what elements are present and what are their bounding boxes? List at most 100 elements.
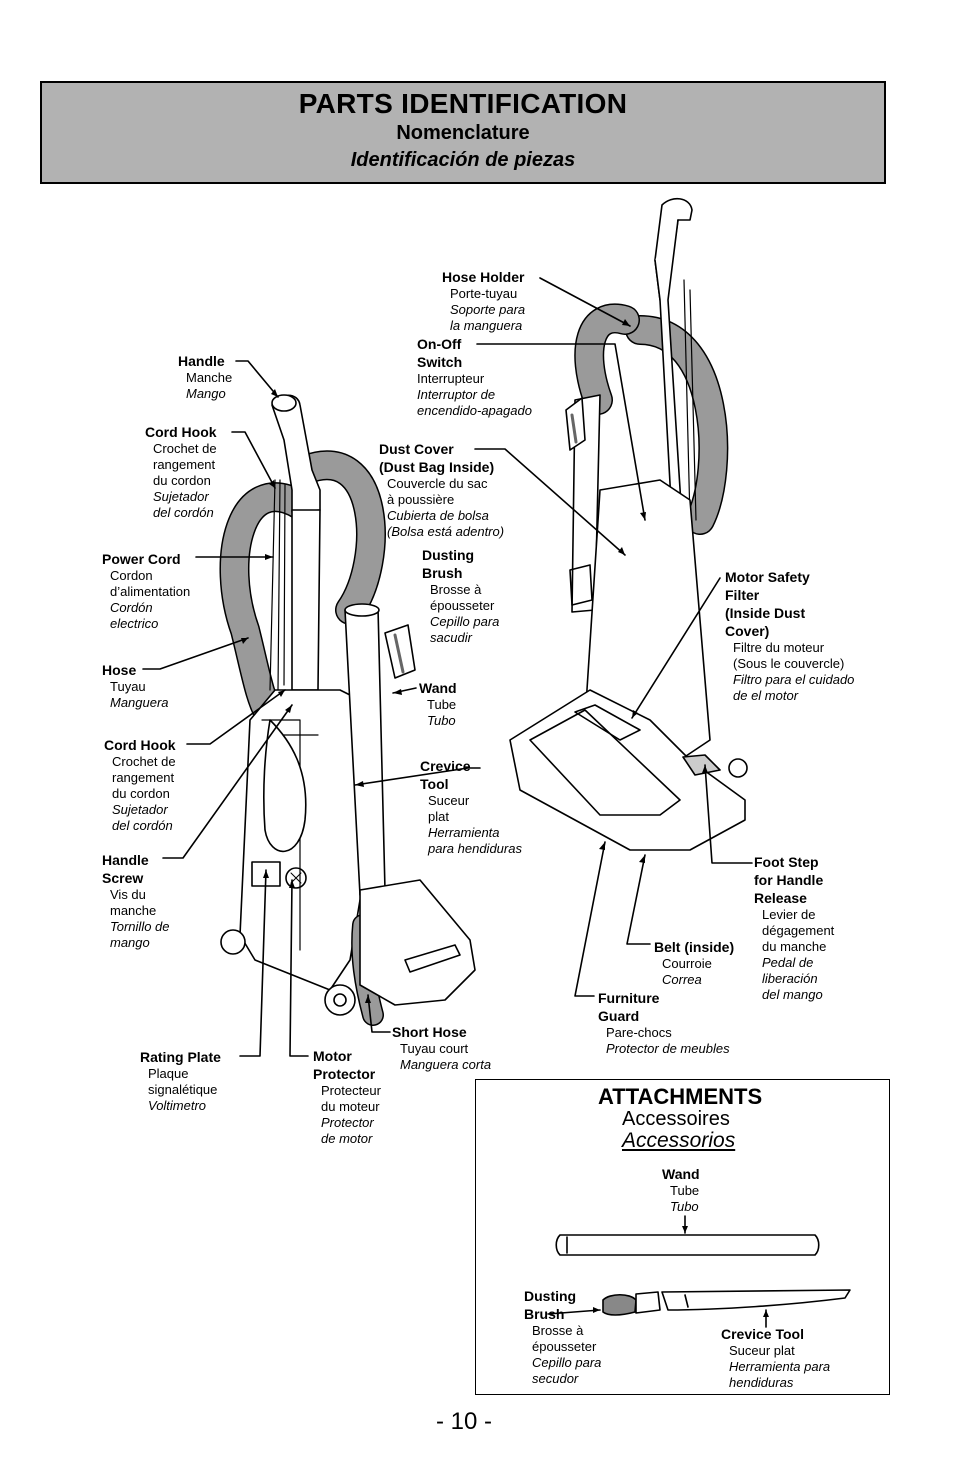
label-fr: signalétique [148,1082,218,1097]
label-es: Interruptor de [417,387,496,402]
label-en: (Inside Dust [725,605,806,621]
label-en: Cord Hook [145,424,217,440]
label-en: Protector [313,1066,376,1082]
label-fr: manche [110,903,157,918]
label-fr: du cordon [112,786,170,801]
page-number: - 10 - [436,1408,493,1435]
label-en: Dusting [422,547,475,563]
label-en: Dust Cover [379,441,454,457]
label-fr: Couvercle du sac [387,476,488,491]
label-es: Cepillo para [430,614,500,629]
label-fr: Courroie [662,956,712,971]
label-es: Soporte para [450,302,526,317]
label-motor-protector: Motor Protector Protecteur du moteur Pro… [313,1047,381,1147]
page-subtitle-es: Identificación de piezas [350,149,576,171]
label-fr: Tuyau court [400,1041,469,1056]
label-fr: Suceur plat [729,1343,795,1358]
label-es: Herramienta [428,825,500,840]
label-fr: du manche [762,939,827,954]
label-fr: Levier de [762,907,816,922]
label-en: Guard [598,1008,640,1024]
label-es: de motor [321,1131,373,1146]
label-en: Handle [102,852,149,868]
attachments-box: ATTACHMENTS Accessoires Accessorios Wand… [475,1079,890,1395]
label-fr: Tube [670,1183,700,1198]
label-en: Rating Plate [140,1049,221,1065]
label-short-hose: Short Hose Tuyau court Manguera corta [392,1023,491,1073]
label-es: Tubo [427,713,456,728]
label-fr: Filtre du moteur [733,640,825,655]
label-foot-step: Foot Step for Handle Release Levier de d… [754,853,834,1003]
label-motor-safety-filter: Motor Safety Filter (Inside Dust Cover) … [725,568,854,704]
label-en: Brush [524,1306,565,1322]
label-en: Filter [725,587,760,603]
label-en: Brush [422,565,463,581]
label-en: Crevice Tool [721,1326,804,1342]
label-en: Foot Step [754,854,819,870]
label-fr: Interrupteur [417,371,485,386]
label-dust-cover: Dust Cover (Dust Bag Inside) Couvercle d… [379,440,504,540]
label-en: Cord Hook [104,737,176,753]
attachments-title: ATTACHMENTS [598,1084,763,1109]
label-es: liberación [762,971,818,986]
label-en: Motor [313,1048,352,1064]
label-cord-hook-bottom: Cord Hook Crochet de rangement du cordon… [104,736,176,834]
label-es: de el motor [733,688,799,703]
label-es: secudor [532,1371,579,1386]
label-fr: Plaque [148,1066,189,1081]
label-fr: à poussière [387,492,455,507]
label-fr: Cordon [110,568,153,583]
label-es: para hendiduras [428,841,522,856]
label-es: la manguera [450,318,523,333]
label-en: Crevice [420,758,471,774]
label-es: del mango [762,987,823,1002]
label-fr: Protecteur [321,1083,381,1098]
label-en: Belt (inside) [654,939,735,955]
label-es: del cordón [112,818,173,833]
label-on-off-switch: On-Off Switch Interrupteur Interruptor d… [417,335,532,419]
label-fr: Pare-chocs [606,1025,672,1040]
label-fr: Tuyau [110,679,146,694]
label-fr: Crochet de [153,441,217,456]
label-fr: rangement [153,457,216,472]
label-es: electrico [110,616,159,631]
label-es: Mango [186,386,226,401]
label-es: Voltimetro [148,1098,207,1113]
label-en: Furniture [598,990,660,1006]
label-es: Pedal de [762,955,814,970]
label-es: Filtro para el cuidado [733,672,855,687]
attachment-label-dusting-brush: Dusting Brush Brosse à épousseter Cepill… [524,1287,601,1387]
label-es: Manguera corta [400,1057,492,1072]
label-belt: Belt (inside) Courroie Correa [654,938,734,988]
label-cord-hook-top: Cord Hook Crochet de rangement du cordon… [145,423,217,521]
label-handle-screw: Handle Screw Vis du manche Tornillo de m… [102,851,170,951]
label-en: for Handle [754,872,824,888]
label-es: Manguera [110,695,169,710]
label-fr: Crochet de [112,754,176,769]
label-es: Cordón [110,600,153,615]
label-dusting-brush: Dusting Brush Brosse à épousseter Cepill… [422,546,499,646]
label-en: Power Cord [102,551,181,567]
label-en: Cover) [725,623,770,639]
label-es: sacudir [430,630,472,645]
label-fr: épousseter [430,598,495,613]
label-en: On-Off [417,336,462,352]
label-es: Protector de meubles [606,1041,730,1056]
label-fr: Manche [186,370,233,385]
label-fr: d’alimentation [110,584,191,599]
label-fr: Porte-tuyau [450,286,518,301]
label-es: Sujetador [112,802,168,817]
label-en: Handle [178,353,225,369]
label-fr: Brosse à [430,582,482,597]
label-fr: Suceur [428,793,470,808]
attachment-label-wand: Wand Tube Tubo [662,1165,700,1215]
label-hose: Hose Tuyau Manguera [102,661,169,711]
label-en: Hose [102,662,137,678]
label-es: Protector [321,1115,374,1130]
label-en: (Dust Bag Inside) [379,459,495,475]
label-es: mango [110,935,150,950]
label-fr: du moteur [321,1099,380,1114]
label-fr: dégagement [762,923,835,938]
label-es: Sujetador [153,489,209,504]
